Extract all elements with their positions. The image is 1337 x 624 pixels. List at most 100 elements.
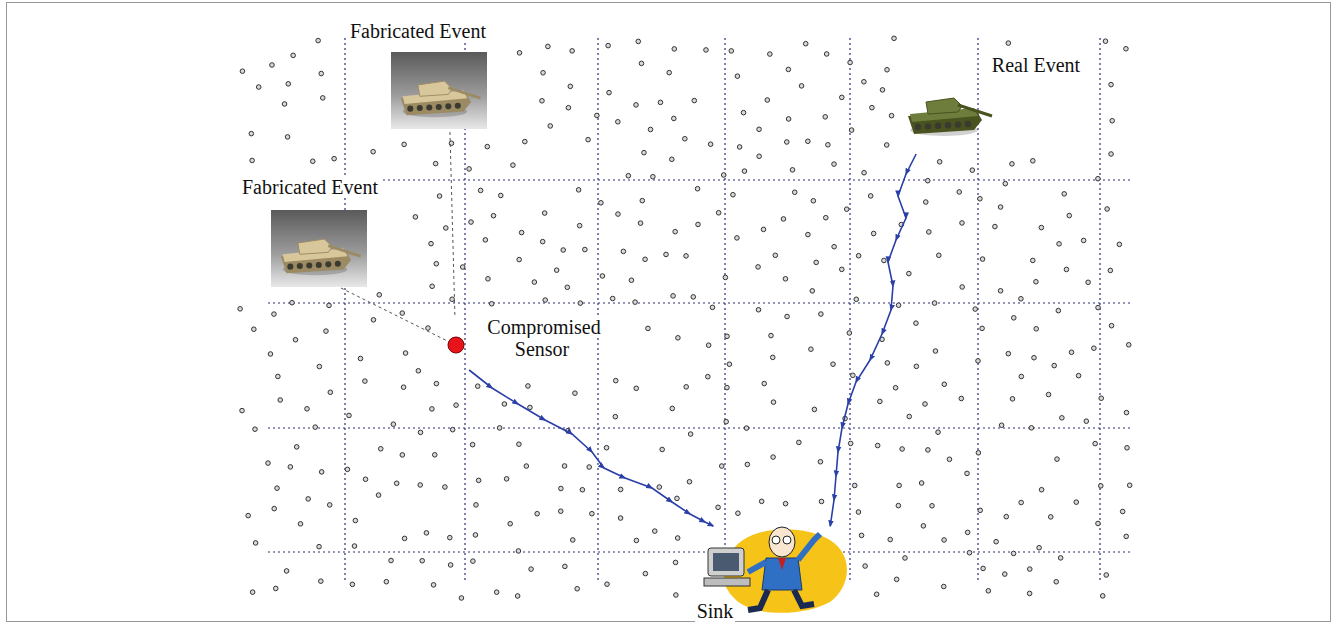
sensor-dot (434, 381, 439, 386)
sensor-dot (736, 511, 741, 516)
compromised-dot (448, 337, 464, 353)
label-text: Real Event (990, 54, 1082, 76)
sensor-dot (1027, 567, 1032, 572)
sensor-dot (670, 406, 675, 411)
sensor-dot (848, 60, 853, 65)
sensor-dot (363, 379, 368, 384)
sensor-dot (629, 278, 634, 283)
sensor-dot (586, 137, 591, 142)
sensor-dot (305, 407, 310, 412)
sensor-dot (704, 48, 709, 53)
sensor-dot (402, 142, 407, 147)
event-label: Compromised Sensor (464, 316, 622, 360)
sensor-dot (606, 43, 611, 48)
sensor-dot (526, 384, 531, 389)
sensor-dot (1056, 308, 1061, 313)
event-node: Fabricated Event (333, 18, 505, 132)
grid-line (268, 179, 1130, 180)
sensor-dot (400, 311, 405, 316)
sensor-dot (317, 544, 322, 549)
sensor-dot (832, 162, 837, 167)
sensor-dot (607, 90, 612, 95)
sensor-dot (377, 292, 382, 297)
sensor-dot (403, 351, 408, 356)
sensor-dot (849, 128, 854, 133)
sensor-dot (599, 200, 604, 205)
sensor-dot (483, 238, 488, 243)
sensor-dot (667, 70, 672, 75)
sensor-dot (240, 408, 245, 413)
sensor-dot (391, 422, 396, 427)
sensor-dot (937, 160, 942, 165)
sensor-dot (1064, 267, 1069, 272)
sensor-dot (967, 550, 972, 555)
sensor-dot (831, 362, 836, 367)
sensor-dot (914, 321, 919, 326)
sensor-dot (516, 549, 521, 554)
sensor-dot (1096, 521, 1101, 526)
sensor-dot (799, 84, 804, 89)
sensor-dot (993, 224, 998, 229)
sensor-dot (970, 168, 975, 173)
sensor-dot (706, 343, 711, 348)
sensor-dot (253, 541, 258, 546)
sensor-dot (517, 442, 522, 447)
event-photo (908, 98, 992, 136)
sensor-dot (1124, 410, 1129, 415)
sensor-dot (316, 38, 321, 43)
sensor-dot (870, 105, 875, 110)
sensor-dot (433, 161, 438, 166)
sensor-dot (459, 596, 464, 601)
sensor-dot (839, 95, 844, 100)
sensor-dot (765, 98, 770, 103)
sensor-dot (809, 347, 814, 352)
sensor-dot (672, 116, 677, 121)
event-node: Fabricated Event (211, 174, 411, 288)
sensor-dot (687, 479, 692, 484)
sensor-dot (476, 478, 481, 483)
sensor-dot (871, 231, 876, 236)
sensor-dot (604, 445, 609, 450)
sensor-dot (470, 442, 475, 447)
sensor-dot (529, 567, 534, 572)
sensor-dot (1096, 305, 1101, 310)
sensor-dot (854, 297, 859, 302)
sensor-dot (1104, 573, 1109, 578)
sensor-dot (651, 174, 656, 179)
dashed-link (450, 132, 455, 316)
sensor-dot (998, 205, 1003, 210)
sensor-dot (1117, 242, 1122, 247)
sensor-dot (426, 326, 431, 331)
sensor-dot (418, 430, 423, 435)
sensor-dot (1099, 396, 1104, 401)
sensor-dot (450, 297, 455, 302)
sensor-dot (616, 119, 621, 124)
sensor-dot (566, 105, 571, 110)
sensor-dot (803, 41, 808, 46)
sensor-dot (960, 221, 965, 226)
sensor-dot (1093, 441, 1098, 446)
sensor-dot (353, 518, 358, 523)
sensor-dot (497, 426, 502, 431)
sensor-dot (371, 318, 376, 323)
sensor-dot (839, 267, 844, 272)
sensor-dot (282, 102, 287, 107)
sensor-dot (434, 261, 439, 266)
sensor-dot (294, 445, 299, 450)
sensor-dot (605, 582, 610, 587)
sensor-dot (675, 496, 680, 501)
sensor-dot (923, 402, 928, 407)
sensor-dot (460, 265, 465, 270)
event-photo (391, 52, 487, 129)
sensor-dot (642, 150, 647, 155)
sensor-dot (1067, 213, 1072, 218)
sensor-dot (1019, 500, 1024, 505)
sensor-dot (424, 531, 429, 536)
sensor-dot (819, 499, 824, 504)
event-label: Real Event (972, 54, 1100, 76)
sensor-dot (1109, 323, 1114, 328)
sensor-dot (613, 378, 618, 383)
sensor-dot (759, 499, 764, 504)
